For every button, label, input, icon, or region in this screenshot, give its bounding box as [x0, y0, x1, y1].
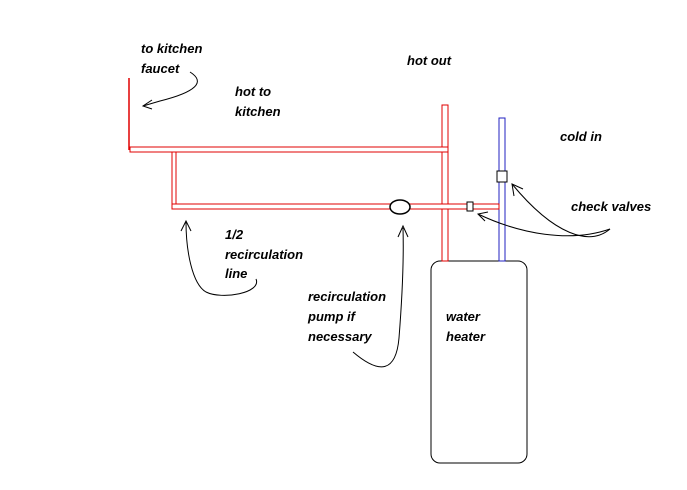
label-hot-out: hot out: [407, 53, 452, 68]
label-recirculation-line-2: recirculation: [225, 247, 303, 262]
cold-in-pipe: [498, 117, 506, 262]
check-valve-arrow-upper: [511, 183, 611, 237]
label-recirculation-pump-line-1: recirculation: [308, 289, 386, 304]
check-valve-recirc: [466, 201, 474, 212]
hot-to-kitchen-pipe: [129, 146, 449, 153]
label-to-kitchen-faucet: to kitchen faucet: [141, 41, 206, 76]
label-recirculation-line-1: 1/2: [225, 227, 244, 242]
recirculation-pump: [389, 199, 411, 215]
label-hot-to-kitchen-line-1: hot to: [235, 84, 271, 99]
pump-arrowhead: [397, 224, 409, 238]
recirculation-line-drop: [171, 151, 177, 208]
label-to-kitchen-faucet-line-2: faucet: [141, 61, 180, 76]
faucet-arrowhead: [141, 99, 153, 110]
pump-arrow: [352, 227, 404, 368]
recirculation-line-pipe: [171, 203, 500, 210]
label-recirculation-pump-line-3: necessary: [308, 329, 372, 344]
check-valve-arrowhead-lower: [476, 211, 489, 222]
label-hot-to-kitchen: hot to kitchen: [235, 84, 281, 119]
label-hot-to-kitchen-line-2: kitchen: [235, 104, 281, 119]
label-recirculation-line: 1/2 recirculation line: [225, 227, 307, 281]
label-check-valves: check valves: [571, 199, 651, 214]
label-recirculation-pump-line-2: pump if: [307, 309, 357, 324]
label-water-heater-line-2: heater: [446, 329, 486, 344]
label-water-heater-line-1: water: [446, 309, 481, 324]
label-to-kitchen-faucet-line-1: to kitchen: [141, 41, 202, 56]
label-cold-in: cold in: [560, 129, 602, 144]
check-valve-cold: [496, 170, 508, 183]
recirc-line-arrow: [185, 221, 257, 296]
label-water-heater: water heater: [446, 309, 486, 344]
recirc-line-arrowhead: [180, 219, 192, 232]
water-heater-tank: [430, 260, 528, 464]
check-valve-arrow-lower: [477, 213, 611, 237]
label-recirculation-line-3: line: [225, 266, 247, 281]
faucet-arrow: [142, 71, 198, 107]
label-recirculation-pump: recirculation pump if necessary: [307, 289, 390, 344]
check-valve-arrowhead-upper: [511, 183, 524, 197]
hot-out-pipe: [441, 104, 449, 262]
